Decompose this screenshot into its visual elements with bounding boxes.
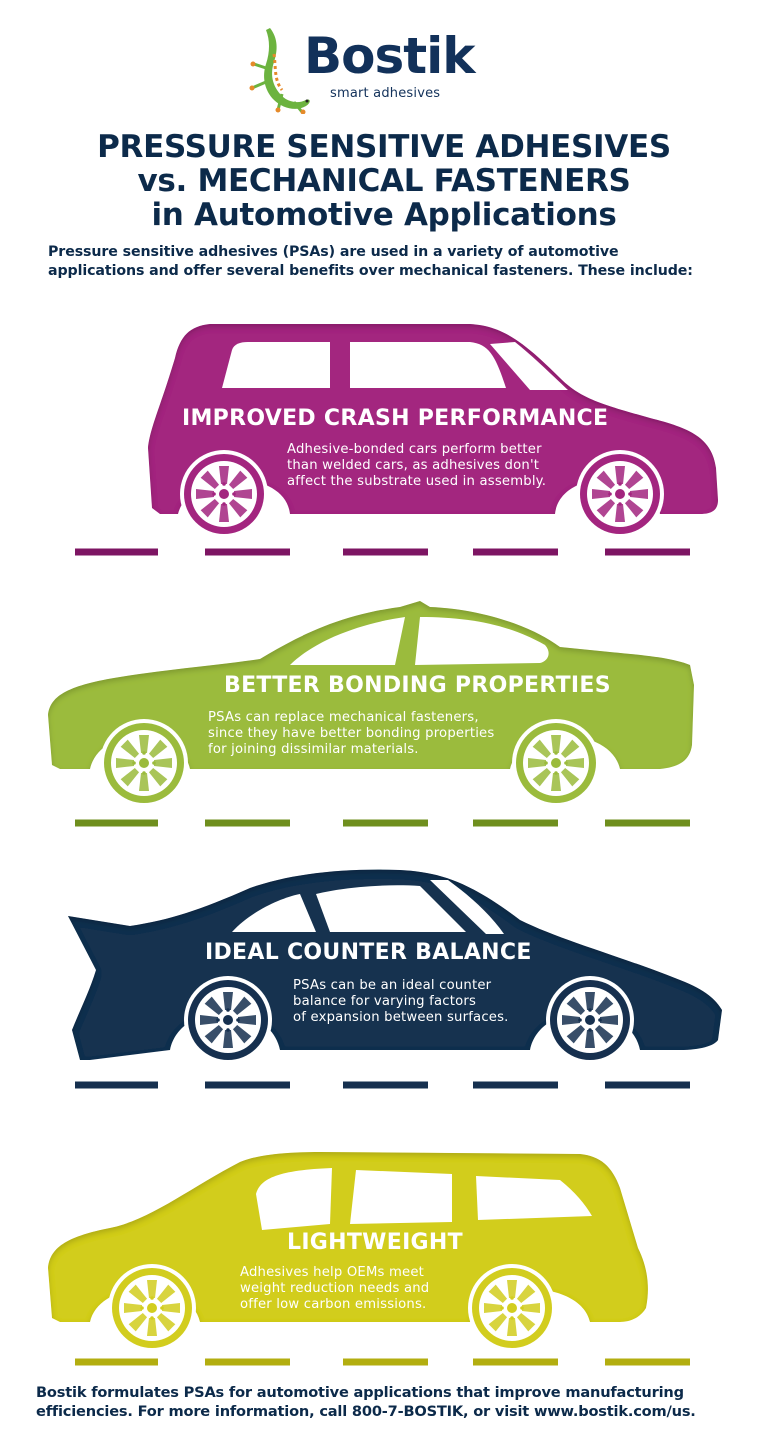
wheel-icon xyxy=(184,976,272,1064)
desc-line: Adhesive-bonded cars perform better xyxy=(287,442,542,457)
page-title: PRESSURE SENSITIVE ADHESIVES vs. MECHANI… xyxy=(0,130,768,232)
benefit-title: LIGHTWEIGHT xyxy=(287,1230,463,1255)
desc-line: for joining dissimilar materials. xyxy=(208,742,419,757)
gecko-icon xyxy=(249,28,310,114)
desc-line: balance for varying factors xyxy=(293,994,477,1009)
brand-tagline: smart adhesives xyxy=(330,86,441,101)
title-line: vs. MECHANICAL FASTENERS xyxy=(137,163,631,199)
wheel-icon xyxy=(180,450,268,538)
benefit-title: BETTER BONDING PROPERTIES xyxy=(224,673,611,698)
footer-text: Bostik formulates PSAs for automotive ap… xyxy=(36,1383,756,1421)
title-line: in Automotive Applications xyxy=(151,197,617,233)
bostik-logo: Bostik smart adhesives xyxy=(248,24,488,114)
wheel-icon xyxy=(468,1264,556,1352)
desc-line: of expansion between surfaces. xyxy=(293,1010,509,1025)
desc-line: than welded cars, as adhesives don't xyxy=(287,458,540,473)
benefit-title: IMPROVED CRASH PERFORMANCE xyxy=(182,406,609,431)
wheel-icon xyxy=(512,719,600,807)
wheel-icon xyxy=(546,976,634,1064)
hatchback-car-icon xyxy=(75,324,718,556)
brand-name: Bostik xyxy=(304,27,476,85)
desc-line: Adhesives help OEMs meet xyxy=(240,1265,425,1280)
intro-text: Pressure sensitive adhesives (PSAs) are … xyxy=(48,243,748,281)
desc-line: since they have better bonding propertie… xyxy=(208,726,495,741)
desc-line: PSAs can be an ideal counter xyxy=(293,978,492,993)
desc-line: weight reduction needs and xyxy=(240,1281,430,1296)
benefit-description: PSAs can be an ideal counter balance for… xyxy=(293,978,509,1026)
footer-line: Bostik formulates PSAs for automotive ap… xyxy=(36,1384,684,1401)
benefit-card-crash-performance: IMPROVED CRASH PERFORMANCE Adhesive-bond… xyxy=(0,318,768,568)
benefit-card-counter-balance: IDEAL COUNTER BALANCE PSAs can be an ide… xyxy=(0,860,768,1100)
footer-line: efficiencies. For more information, call… xyxy=(36,1403,696,1420)
title-line: PRESSURE SENSITIVE ADHESIVES xyxy=(97,129,671,165)
intro-line: Pressure sensitive adhesives (PSAs) are … xyxy=(48,244,619,260)
benefit-description: PSAs can replace mechanical fasteners, s… xyxy=(208,710,494,758)
sedan-car-icon xyxy=(48,601,694,827)
sports-car-icon xyxy=(68,869,722,1089)
wheel-icon xyxy=(576,450,664,538)
desc-line: affect the substrate used in assembly. xyxy=(287,474,547,489)
desc-line: PSAs can replace mechanical fasteners, xyxy=(208,710,479,725)
intro-line: applications and offer several benefits … xyxy=(48,263,693,279)
desc-line: offer low carbon emissions. xyxy=(240,1297,427,1312)
wheel-icon xyxy=(108,1264,196,1352)
wheel-icon xyxy=(100,719,188,807)
benefit-card-lightweight: LIGHTWEIGHT Adhesives help OEMs meet wei… xyxy=(0,1148,768,1373)
benefit-description: Adhesives help OEMs meet weight reductio… xyxy=(240,1265,429,1313)
benefit-title: IDEAL COUNTER BALANCE xyxy=(205,940,532,965)
minivan-car-icon xyxy=(48,1152,690,1366)
benefit-description: Adhesive-bonded cars perform better than… xyxy=(287,442,546,490)
benefit-card-bonding-properties: BETTER BONDING PROPERTIES PSAs can repla… xyxy=(0,595,768,835)
